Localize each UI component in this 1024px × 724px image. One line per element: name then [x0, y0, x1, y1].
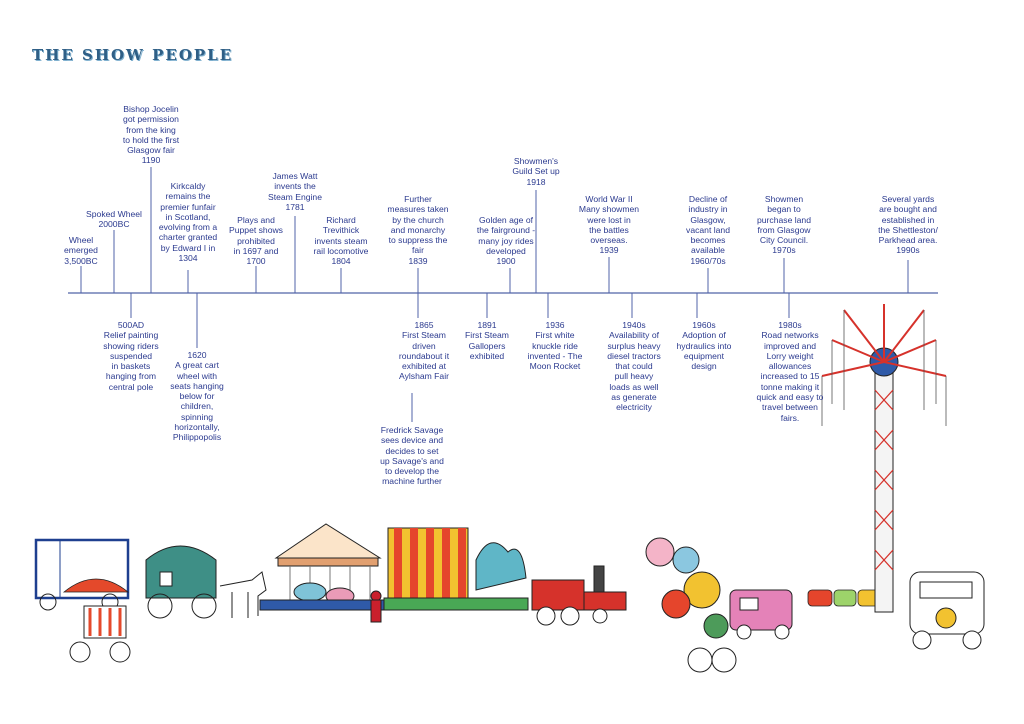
event-world-war-ii: World War II Many showmen were lost in t…	[578, 194, 640, 256]
event-1940s: 1940s Availability of surplus heavy dies…	[607, 320, 661, 413]
event-bishop-jocelin: Bishop Jocelin got permission from the k…	[122, 104, 180, 166]
event-spoked-wheel: Spoked Wheel 2000BC	[86, 209, 142, 230]
event-1620: 1620 A great cart wheel with seats hangi…	[170, 350, 224, 443]
event-1865: 1865 First Steam driven roundabout it ex…	[398, 320, 450, 382]
striped-tent	[383, 527, 529, 611]
vw-van	[909, 571, 985, 650]
event-yards-bought: Several yards are bought and established…	[878, 194, 938, 256]
pink-van	[729, 589, 793, 640]
event-wheel-emerged: Wheel emerged 3,500BC	[64, 235, 98, 266]
event-decline-industry: Decline of industry in Glasgow, vacant l…	[686, 194, 730, 266]
event-kirkcaldy: Kirkcaldy remains the premier funfair in…	[158, 181, 218, 264]
decorated-wheels	[645, 537, 737, 673]
event-golden-age: Golden age of the fairground - many joy …	[476, 215, 536, 267]
event-further-measures: Further measures taken by the church and…	[387, 194, 449, 266]
event-1980s: 1980s Road networks improved and Lorry w…	[756, 320, 824, 423]
timeline-connectors	[80, 167, 909, 422]
umbrella-cart	[62, 578, 131, 663]
event-plays-puppet: Plays and Puppet shows prohibited in 169…	[229, 215, 283, 267]
event-1936: 1936 First white knuckle ride invented -…	[527, 320, 583, 372]
green-caravan	[145, 545, 267, 619]
event-showmens-guild: Showmen's Guild Set up 1918	[512, 156, 560, 187]
event-1891: 1891 First Steam Gallopers exhibited	[465, 320, 509, 361]
page-title: THE SHOW PEOPLE	[32, 46, 234, 64]
event-showmen-purchase: Showmen began to purchase land from Glas…	[757, 194, 811, 256]
event-1960s: 1960s Adoption of hydraulics into equipm…	[676, 320, 732, 372]
blue-wagon	[34, 538, 130, 611]
carousel	[259, 523, 389, 623]
event-trevithick: Richard Trevithick invents steam rail lo…	[313, 215, 369, 267]
event-fredrick-savage: Fredrick Savage sees device and decides …	[380, 425, 444, 487]
steam-train	[531, 565, 627, 626]
star-flyer-tower	[821, 304, 947, 613]
event-500ad: 500AD Relief painting showing riders sus…	[103, 320, 159, 392]
dodgems	[807, 589, 881, 607]
event-james-watt: James Watt invents the Steam Engine 1781	[268, 171, 322, 212]
